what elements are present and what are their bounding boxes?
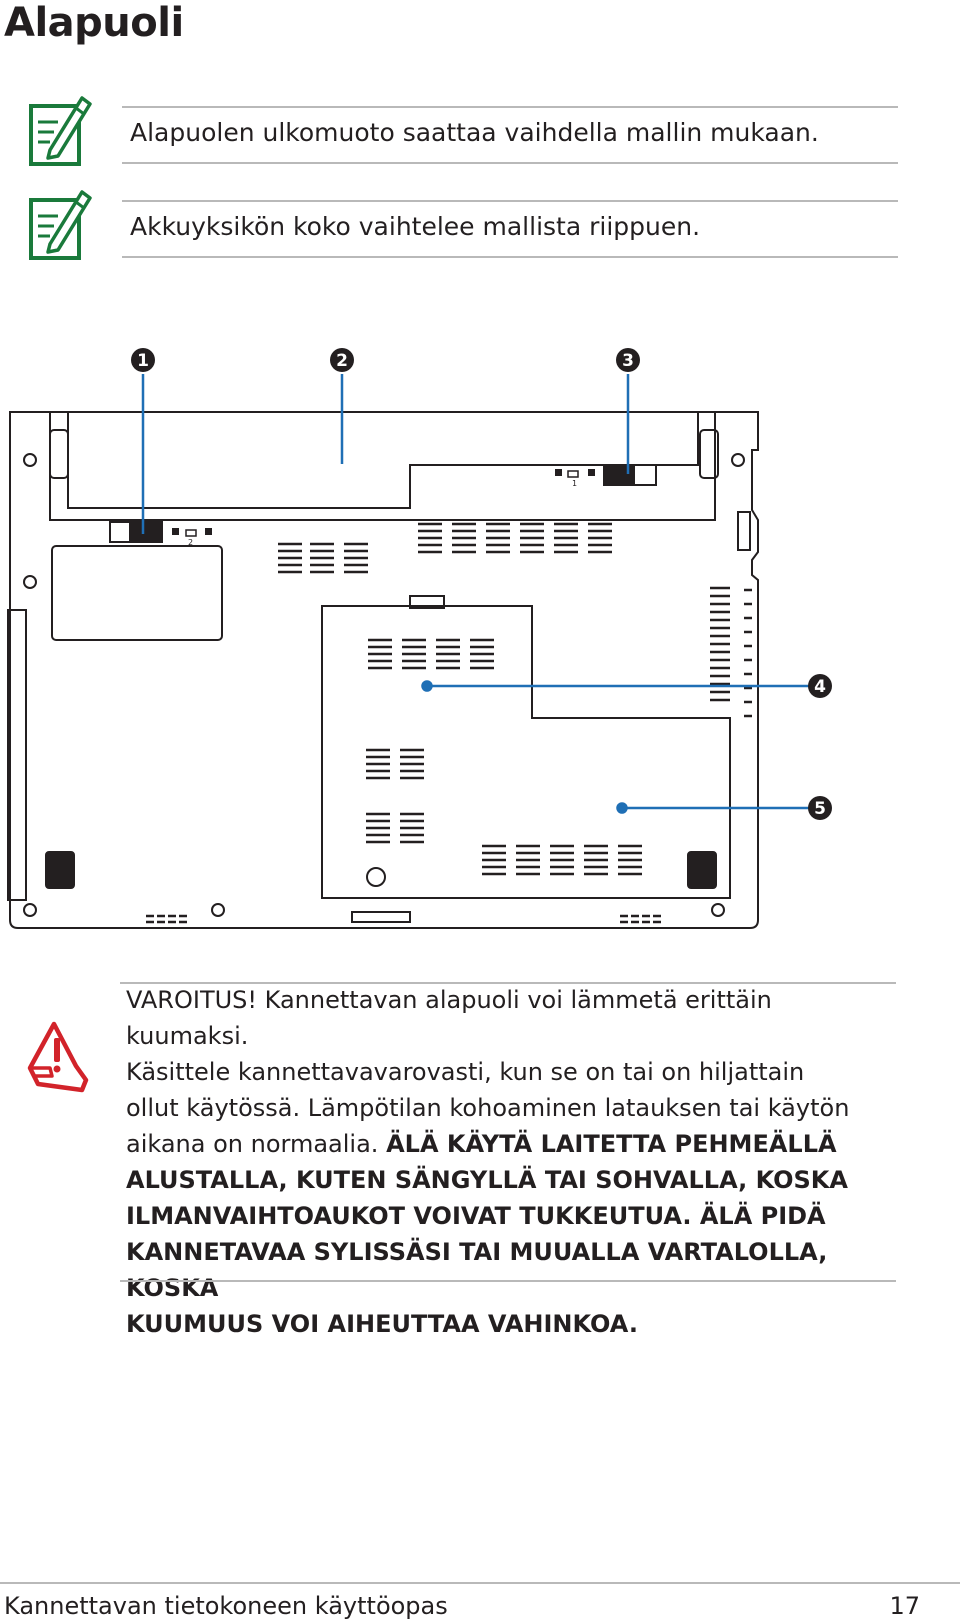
callout-4: 4 xyxy=(814,677,826,697)
note-text: Alapuolen ulkomuoto saattaa vaihdella ma… xyxy=(130,118,819,147)
warning-line-3: ollut käytössä. Lämpötilan kohoaminen la… xyxy=(126,1094,850,1122)
callout-5: 5 xyxy=(814,799,826,819)
lock-label: 2 xyxy=(188,538,193,547)
warning-line-4: aikana on normaalia. ÄLÄ KÄYTÄ LAITETTA … xyxy=(126,1126,886,1162)
page-title: Alapuoli xyxy=(4,0,184,46)
warning-line-6: ILMANVAIHTOAUKOT VOIVAT TUKKEUTUA. ÄLÄ P… xyxy=(126,1202,826,1230)
warning-hand-icon xyxy=(27,1021,89,1093)
footer-divider xyxy=(0,1582,960,1584)
warning-line-2: Käsittele kannettavavarovasti, kun se on… xyxy=(126,1058,805,1086)
note-1: Alapuolen ulkomuoto saattaa vaihdella ma… xyxy=(28,92,898,170)
note-2: Akkuyksikön koko vaihtelee mallista riip… xyxy=(28,186,898,264)
note-pencil-icon xyxy=(29,190,92,260)
laptop-bottom-diagram: 2 1 1 2 3 4 5 xyxy=(7,348,832,929)
warning-line-7: KANNETAVAA SYLISSÄSI TAI MUUALLA VARTALO… xyxy=(126,1238,828,1302)
warning-line-5: ALUSTALLA, KUTEN SÄNGYLLÄ TAI SOHVALLA, … xyxy=(126,1166,848,1194)
note-text: Akkuyksikön koko vaihtelee mallista riip… xyxy=(130,212,701,241)
footer-title: Kannettavan tietokoneen käyttöopas xyxy=(4,1592,448,1620)
warning-line-4-bold: ÄLÄ KÄYTÄ LAITETTA PEHMEÄLLÄ xyxy=(386,1130,837,1158)
warning-line-8: KUUMUUS VOI AIHEUTTAA VAHINKOA. xyxy=(126,1310,638,1338)
note-pencil-icon xyxy=(29,96,92,166)
callout-1: 1 xyxy=(137,351,149,371)
warning-line-4-regular: aikana on normaalia. xyxy=(126,1130,379,1158)
callout-2: 2 xyxy=(336,351,348,371)
lock-symbol-icon xyxy=(172,469,595,537)
warning-line-1: VAROITUS! Kannettavan alapuoli voi lämme… xyxy=(126,986,772,1050)
callout-3: 3 xyxy=(622,351,634,371)
page-number: 17 xyxy=(889,1592,920,1620)
lock-label: 1 xyxy=(572,479,577,488)
